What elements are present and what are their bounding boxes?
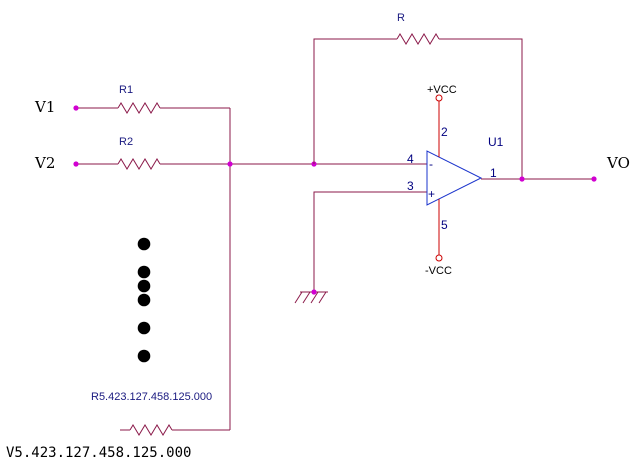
- vminus-terminal: [435, 254, 443, 262]
- rf-resistor: [396, 33, 440, 45]
- ellipsis-dot: [137, 293, 151, 307]
- rn-label: R5.423.127.458.125.000: [91, 391, 212, 403]
- pin-4-label: 4: [407, 152, 414, 166]
- rf-label: R: [397, 12, 405, 24]
- r2-resistor: [117, 158, 161, 170]
- v2-terminal: [73, 161, 79, 167]
- pin-5-label: 5: [441, 218, 448, 232]
- ellipsis-dot: [137, 321, 151, 335]
- v1-terminal: [73, 105, 79, 111]
- v1-branch: [73, 102, 230, 114]
- ellipsis-dot: [137, 237, 151, 251]
- vplus-label: +VCC: [427, 84, 457, 96]
- summing-node-junction: [227, 161, 233, 167]
- vn-label: V5.423.127.458.125.000: [6, 445, 191, 461]
- opamp-triangle: [426, 150, 483, 206]
- ground-symbol: [294, 289, 328, 304]
- pin-1-label: 1: [490, 166, 497, 180]
- pin-3-label: 3: [407, 179, 414, 193]
- r2-label: R2: [119, 136, 133, 148]
- ellipsis-dot: [137, 279, 151, 293]
- pin-2-label: 2: [441, 125, 448, 139]
- noninverting-sign: +: [428, 187, 435, 201]
- opamp-u1: [426, 94, 483, 262]
- r1-label: R1: [119, 84, 133, 96]
- ellipsis-dot: [137, 265, 151, 279]
- feedback-wire-right: [439, 38, 523, 179]
- ellipsis-dot: [137, 349, 151, 363]
- output-feedback-junction: [519, 176, 525, 182]
- inverting-sign: -: [429, 157, 433, 171]
- feedback-loop: [313, 33, 523, 179]
- feedback-wire-left: [313, 38, 397, 164]
- v1-label: V1: [34, 98, 55, 116]
- noninverting-ground-wire: [313, 191, 427, 292]
- rn-resistor: [129, 424, 173, 436]
- r1-resistor: [117, 102, 161, 114]
- vminus-label: -VCC: [425, 265, 452, 277]
- vplus-terminal: [435, 94, 443, 102]
- u1-label: U1: [488, 135, 504, 149]
- ground-junction: [311, 289, 317, 295]
- ellipsis-dots: [137, 237, 151, 363]
- v2-label: V2: [34, 154, 55, 172]
- v2-branch: [73, 158, 161, 170]
- vo-terminal: [591, 176, 597, 182]
- vn-branch: [120, 424, 230, 436]
- vo-label: VO: [606, 154, 630, 172]
